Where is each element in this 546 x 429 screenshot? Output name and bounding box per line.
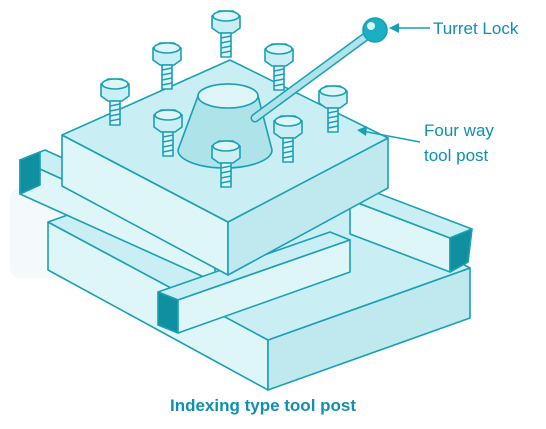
bolt (153, 109, 183, 157)
bolt (211, 140, 241, 188)
bolt (100, 78, 130, 126)
bolt (264, 43, 294, 91)
four-way-label-line2: tool post (424, 146, 489, 165)
four-way-leader (357, 126, 421, 143)
bolt (211, 10, 241, 58)
four-way-label-line1: Four way (424, 121, 494, 140)
central-boss (177, 83, 273, 169)
diagram-caption: Indexing type tool post (170, 396, 356, 415)
turret-lock-handle (250, 17, 388, 123)
right-cutting-tool (349, 190, 473, 273)
turret-lock-label: Turret Lock (433, 19, 519, 38)
bolt (152, 42, 182, 90)
bolt (318, 85, 348, 133)
bolt (273, 115, 303, 163)
turret-lock-leader (389, 23, 430, 33)
front-cutting-tool (157, 231, 351, 334)
